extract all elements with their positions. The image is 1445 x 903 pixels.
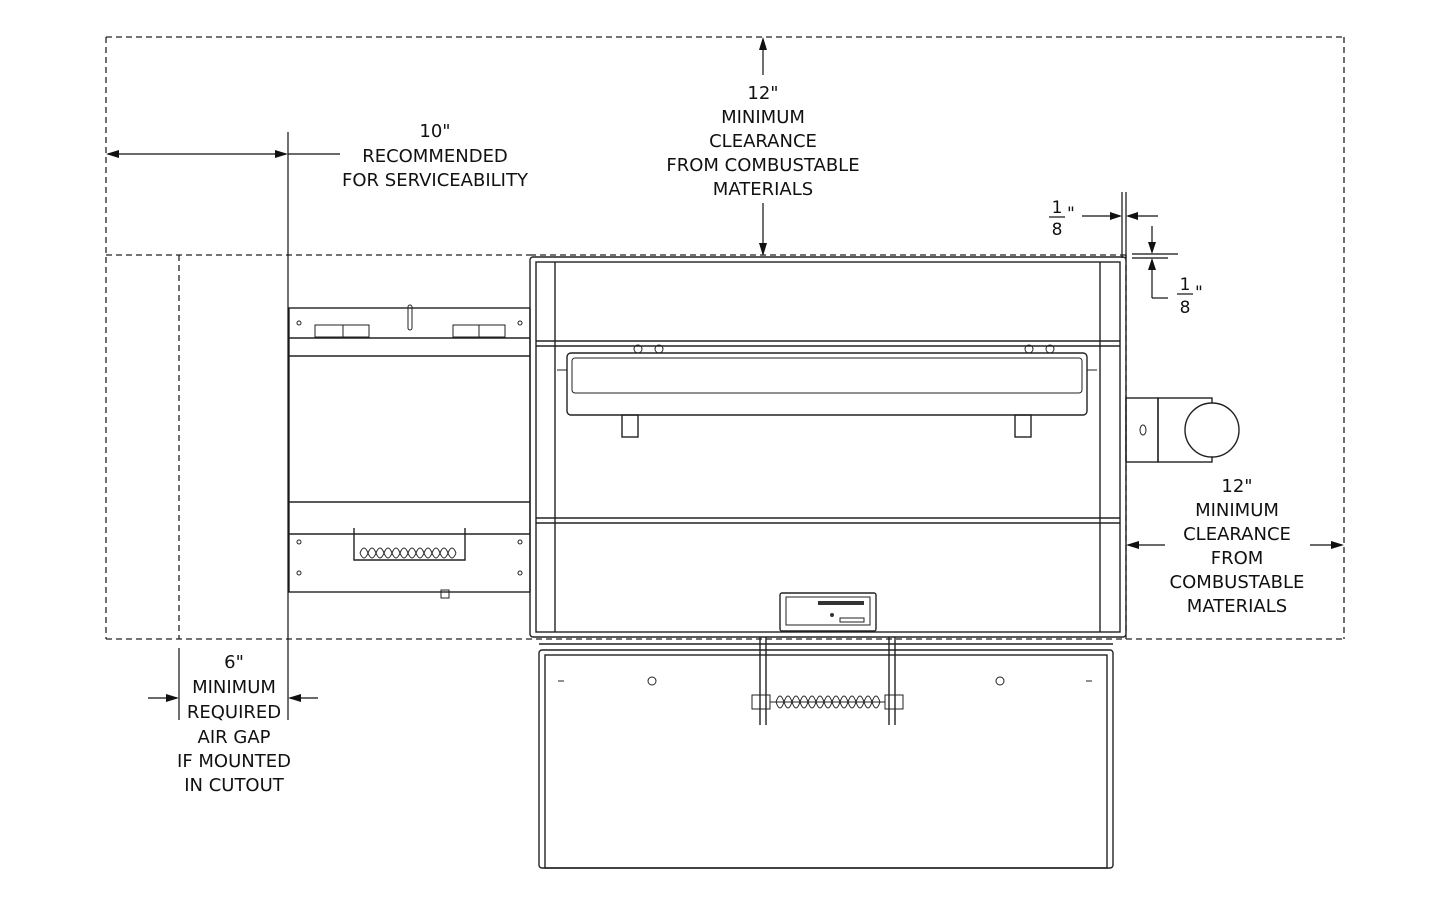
right-clearance-line-5: MATERIALS bbox=[1187, 596, 1287, 617]
dim-side-service: 10" RECOMMENDED FOR SERVICEABILITY bbox=[106, 121, 529, 720]
right-clearance-line-1: MINIMUM bbox=[1195, 500, 1279, 521]
corner-gap-side-numerator: 1 bbox=[1180, 275, 1191, 295]
right-clearance-value: 12" bbox=[1221, 476, 1252, 497]
side-service-value: 10" bbox=[419, 121, 450, 142]
top-clearance-line-4: MATERIALS bbox=[713, 179, 813, 200]
corner-gap-top-numerator: 1 bbox=[1052, 198, 1063, 218]
corner-gap-top-denominator: 8 bbox=[1052, 220, 1063, 240]
hopper-box bbox=[288, 304, 531, 599]
top-clearance-line-1: MINIMUM bbox=[721, 107, 805, 128]
air-gap-line-2: REQUIRED bbox=[187, 702, 281, 723]
right-clearance-line-3: FROM bbox=[1211, 548, 1264, 569]
grill-body bbox=[529, 256, 1127, 638]
corner-gap-top-unit: " bbox=[1067, 204, 1075, 224]
chimney bbox=[1125, 397, 1240, 463]
dim-corner-gap-side: 1 8 " bbox=[1132, 226, 1203, 318]
corner-gap-side-unit: " bbox=[1195, 283, 1203, 303]
right-clearance-line-4: COMBUSTABLE bbox=[1170, 572, 1305, 593]
side-service-line-2: FOR SERVICEABILITY bbox=[342, 170, 529, 191]
air-gap-line-5: IN CUTOUT bbox=[184, 775, 285, 796]
air-gap-line-3: AIR GAP bbox=[198, 727, 271, 748]
dim-corner-gap-top: 1 8 " bbox=[1049, 192, 1158, 258]
dim-right-clearance: 12" MINIMUM CLEARANCE FROM COMBUSTABLE M… bbox=[1126, 476, 1344, 617]
air-gap-value: 6" bbox=[224, 652, 244, 673]
corner-gap-side-denominator: 8 bbox=[1180, 298, 1191, 318]
dim-top-clearance: 12" MINIMUM CLEARANCE FROM COMBUSTABLE M… bbox=[666, 37, 860, 256]
air-gap-line-4: IF MOUNTED bbox=[177, 751, 291, 772]
top-clearance-line-2: CLEARANCE bbox=[709, 131, 817, 152]
right-clearance-line-2: CLEARANCE bbox=[1183, 524, 1291, 545]
front-shelf bbox=[538, 637, 1114, 869]
top-clearance-line-3: FROM COMBUSTABLE bbox=[666, 155, 859, 176]
air-gap-line-1: MINIMUM bbox=[192, 677, 276, 698]
top-clearance-value: 12" bbox=[747, 83, 778, 104]
dim-air-gap: 6" MINIMUM REQUIRED AIR GAP IF MOUNTED I… bbox=[148, 648, 318, 796]
side-service-line-1: RECOMMENDED bbox=[362, 146, 508, 167]
